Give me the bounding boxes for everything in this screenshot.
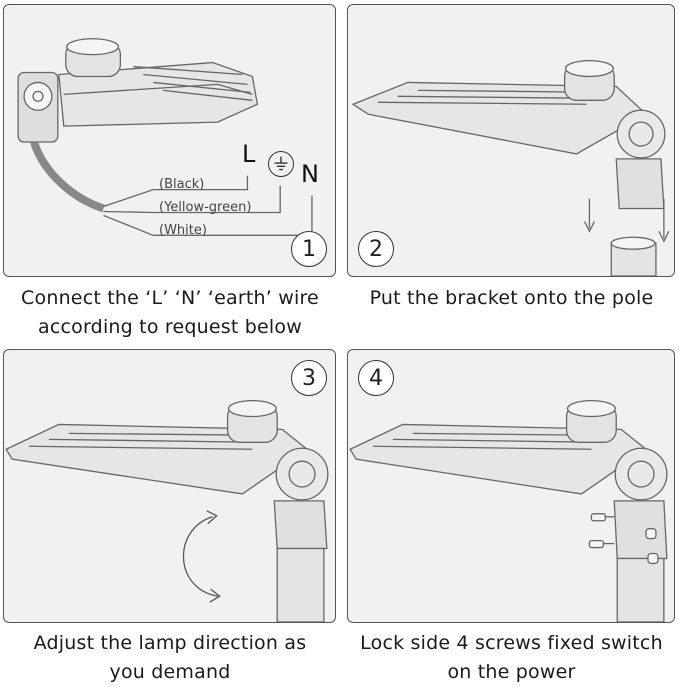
step-4-caption: Lock side 4 screws fixed switch on the p… xyxy=(344,629,679,687)
screw-left-bottom xyxy=(588,539,615,549)
step-3-number: 3 xyxy=(291,360,327,396)
step-4-panel: 4 xyxy=(347,349,675,623)
earth-ground-icon xyxy=(268,151,294,177)
step-3-panel: 3 xyxy=(3,349,336,623)
wire-label-white: (White) xyxy=(159,223,207,238)
slip-fitter xyxy=(615,158,665,210)
step-2-panel: 2 xyxy=(347,4,675,277)
wire-label-black: (Black) xyxy=(159,177,205,192)
step-1-caption: Connect the ‘L’ ‘N’ ‘earth’ wire accordi… xyxy=(0,284,340,342)
screw-left-top xyxy=(590,513,615,522)
step-3-caption: Adjust the lamp direction as you demand xyxy=(0,629,340,687)
slip-fitter xyxy=(613,500,668,560)
step-2-caption: Put the bracket onto the pole xyxy=(344,284,679,313)
step-3-caption-line1: Adjust the lamp direction as xyxy=(33,632,307,654)
step-2-caption-line1: Put the bracket onto the pole xyxy=(369,287,654,309)
pole xyxy=(276,547,325,622)
bracket-hub xyxy=(275,447,329,501)
lamp-body xyxy=(58,61,259,127)
screw-right-top xyxy=(645,528,657,540)
step-1-caption-line2: according to request below xyxy=(38,316,302,338)
step-1-illustration xyxy=(17,38,313,236)
step-4-caption-line1: Lock side 4 screws fixed switch xyxy=(360,632,663,654)
step-1-caption-line1: Connect the ‘L’ ‘N’ ‘earth’ wire xyxy=(21,287,319,309)
step-2-number: 2 xyxy=(358,231,394,267)
step-4-caption-line2: on the power xyxy=(447,661,576,683)
pole xyxy=(616,557,665,622)
rotate-arrow xyxy=(182,516,218,597)
step-3-illustration xyxy=(5,399,329,622)
terminal-live: L xyxy=(242,140,256,168)
bracket-hub xyxy=(614,447,668,501)
step-1-number: 1 xyxy=(291,231,327,267)
bracket-hub xyxy=(616,109,666,159)
slip-fitter xyxy=(273,500,328,550)
cable xyxy=(30,140,105,213)
terminal-neutral: N xyxy=(301,160,319,188)
screw-right-bottom xyxy=(647,552,659,565)
step-3-caption-line2: you demand xyxy=(109,661,231,683)
step-4-illustration xyxy=(349,399,668,622)
step-4-number: 4 xyxy=(358,360,394,396)
step-1-panel: (Black) (Yellow-green) (White) L N 1 xyxy=(3,4,336,277)
wire-label-yellow-green: (Yellow-green) xyxy=(159,200,252,215)
step-2-illustration xyxy=(351,59,670,276)
